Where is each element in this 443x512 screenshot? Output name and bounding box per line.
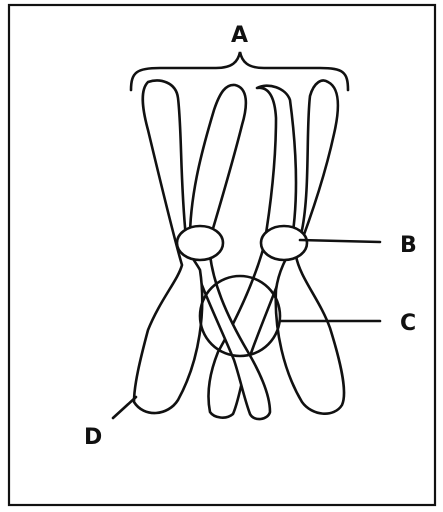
pointer-b: [300, 240, 380, 242]
diagram-border: [9, 5, 435, 505]
centromere-left: [177, 226, 223, 260]
label-a: A: [231, 23, 248, 48]
pointer-d: [113, 397, 136, 418]
label-d: D: [84, 425, 102, 450]
label-c: C: [400, 311, 416, 336]
label-b: B: [400, 233, 417, 258]
centromere-right: [261, 226, 307, 260]
